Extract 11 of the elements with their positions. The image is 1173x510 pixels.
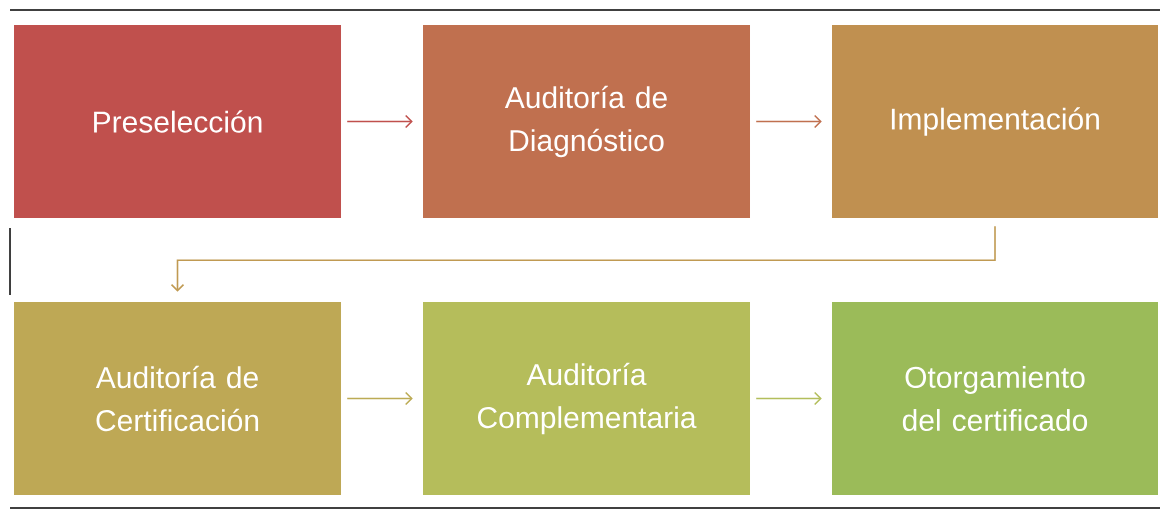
process-box: Auditoría de Diagnóstico <box>423 25 750 218</box>
arrow <box>346 114 413 129</box>
process-box: Preselección <box>14 25 341 218</box>
process-box: Auditoría de Certificación <box>14 302 341 495</box>
arrow <box>755 391 822 406</box>
process-box: Implementación <box>832 25 1158 218</box>
process-box: Auditoría Complementaria <box>423 302 750 495</box>
process-box: Otorgamiento del certificado <box>832 302 1158 495</box>
arrow <box>346 391 413 406</box>
arrow <box>755 114 822 129</box>
arrow <box>170 225 996 292</box>
